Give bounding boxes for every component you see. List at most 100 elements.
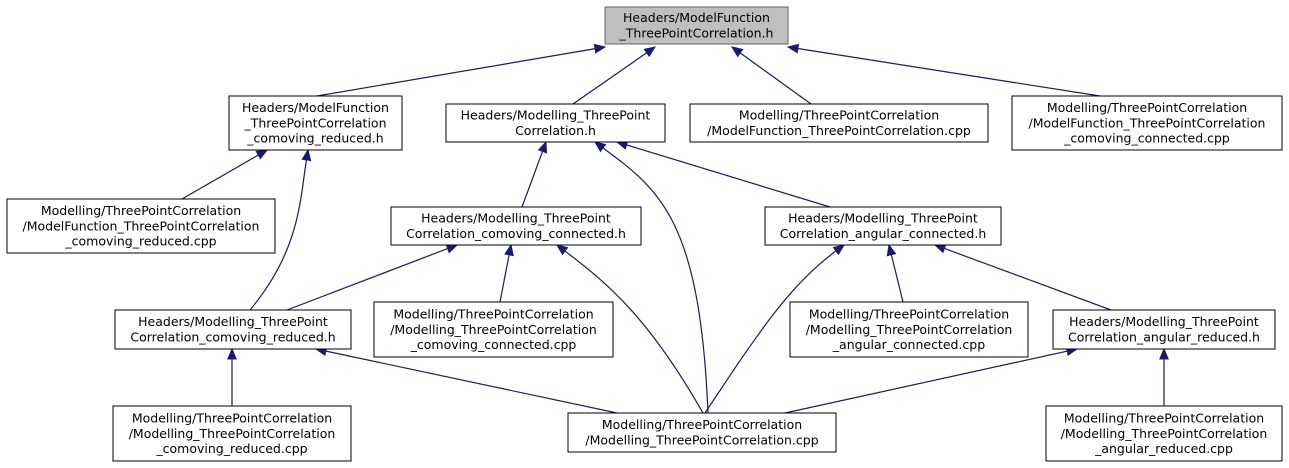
edge-line (625, 144, 831, 208)
arrow-head-icon (593, 43, 607, 54)
node-label-line: Modelling/ThreePointCorrelation (602, 417, 802, 432)
node-m-comoving-reduced-cpp[interactable]: Modelling/ThreePointCorrelation/Modellin… (112, 405, 352, 462)
node-box (1011, 95, 1283, 151)
node-label-line: _comoving_connected.cpp (1063, 131, 1230, 146)
node-box (789, 301, 1029, 358)
node-label-line: _ThreePointCorrelation (243, 115, 386, 130)
node-label-line: /Modelling_ThreePointCorrelation (806, 322, 1013, 337)
node-label-line: Correlation.h (515, 123, 596, 138)
node-mf-3pc-cpp[interactable]: Modelling/ThreePointCorrelation/ModelFun… (689, 103, 989, 143)
node-label-line: Headers/ModelFunction (623, 10, 770, 25)
arrow-head-icon (786, 43, 800, 54)
edge-m_comoving_connected_h-to-modelling_3pc_h (521, 140, 548, 208)
node-label-line: Modelling/ThreePointCorrelation (132, 411, 332, 426)
edge-line (286, 247, 449, 311)
node-label-line: Headers/Modelling_ThreePoint (461, 108, 651, 123)
edge-line (563, 249, 704, 414)
node-label-line: _comoving_connected.cpp (410, 337, 577, 352)
edge-m_comoving_connected_cpp-to-m_comoving_connected_h (499, 243, 514, 303)
node-label-line: Correlation_comoving_reduced.h (130, 329, 335, 344)
edge-line (499, 253, 510, 303)
node-m-comoving-connected-cpp[interactable]: Modelling/ThreePointCorrelation/Modellin… (373, 301, 614, 358)
node-label-line: Headers/Modelling_ThreePoint (788, 211, 978, 226)
node-box (114, 309, 352, 350)
edge-line (249, 158, 308, 311)
node-modelling-3pc-h[interactable]: Headers/Modelling_ThreePointCorrelation.… (445, 103, 666, 143)
node-label-line: Modelling/ThreePointCorrelation (739, 108, 939, 123)
node-mf-comoving-reduced-cpp[interactable]: Modelling/ThreePointCorrelation/ModelFun… (6, 198, 276, 254)
node-label-line: Modelling/ThreePointCorrelation (1047, 100, 1247, 115)
node-box (689, 103, 989, 143)
edge-m_angular_connected_h-to-modelling_3pc_h (615, 140, 831, 208)
node-label-line: /Modelling_ThreePointCorrelation (390, 322, 597, 337)
node-m-comoving-reduced-h[interactable]: Headers/Modelling_ThreePointCorrelation_… (114, 309, 352, 350)
edge-m_3pc_cpp-to-modelling_3pc_h (593, 141, 709, 414)
node-box (604, 6, 789, 45)
arrow-head-icon (255, 149, 269, 160)
node-label-line: _angular_connected.cpp (832, 337, 985, 352)
arrow-head-icon (537, 140, 548, 154)
edge-m_angular_reduced_h-to-m_angular_connected_h (933, 243, 1112, 311)
node-box (112, 405, 352, 462)
node-mf-comoving-connected-cpp[interactable]: Modelling/ThreePointCorrelation/ModelFun… (1011, 95, 1283, 151)
edge-m_comoving_reduced_cpp-to-m_comoving_reduced_h (227, 347, 237, 406)
edge-m_angular_connected_cpp-to-m_angular_connected_h (886, 243, 904, 303)
node-label-line: /ModelFunction_ThreePointCorrelation.cpp (707, 123, 971, 138)
node-m-angular-reduced-h[interactable]: Headers/Modelling_ThreePointCorrelation_… (1052, 309, 1276, 350)
node-box (228, 95, 403, 151)
node-m-angular-connected-h[interactable]: Headers/Modelling_ThreePointCorrelation_… (764, 206, 1002, 246)
node-label-line: Correlation_angular_connected.h (780, 226, 987, 241)
node-label-line: /Modelling_ThreePointCorrelation (129, 426, 336, 441)
edge-line (738, 51, 812, 105)
node-mf-comoving-reduced-h[interactable]: Headers/ModelFunction_ThreePointCorrelat… (228, 95, 403, 151)
node-box (373, 301, 614, 358)
edge-modelling_3pc_h-to-root (572, 46, 657, 105)
node-label-line: Headers/Modelling_ThreePoint (1069, 314, 1259, 329)
node-m-comoving-connected-h[interactable]: Headers/Modelling_ThreePointCorrelation_… (390, 206, 642, 246)
arrow-head-icon (730, 46, 744, 58)
arrow-head-icon (445, 244, 459, 254)
edge-mf_3pc_cpp-to-root (730, 46, 812, 105)
node-label-line: Modelling/ThreePointCorrelation (809, 307, 1009, 322)
arrow-head-icon (933, 243, 947, 254)
node-label-line: _comoving_reduced.cpp (64, 234, 216, 249)
edge-mf_comoving_connected_cpp-to-root (786, 43, 1101, 97)
arrow-head-icon (301, 148, 312, 162)
node-box (764, 206, 1002, 246)
node-label-line: Headers/Modelling_ThreePoint (138, 314, 328, 329)
arrow-head-icon (886, 243, 897, 257)
edge-line (572, 51, 648, 105)
node-label-line: /Modelling_ThreePointCorrelation.cpp (585, 432, 818, 447)
node-box (390, 206, 642, 246)
edges-layer (181, 43, 1169, 414)
node-label-line: Headers/ModelFunction (242, 100, 389, 115)
node-label-line: /Modelling_ThreePointCorrelation (1061, 426, 1268, 441)
node-label-line: Headers/Modelling_ThreePoint (421, 211, 611, 226)
edge-line (704, 249, 838, 414)
node-label-line: _angular_reduced.cpp (1094, 441, 1233, 456)
node-box (6, 198, 276, 254)
node-label-line: _comoving_reduced.cpp (155, 441, 307, 456)
node-root[interactable]: Headers/ModelFunction_ThreePointCorrelat… (604, 6, 789, 45)
node-label-line: _ThreePointCorrelation.h (619, 25, 774, 40)
arrow-head-icon (593, 141, 607, 153)
edge-line (784, 350, 1069, 414)
node-m-angular-reduced-cpp[interactable]: Modelling/ThreePointCorrelation/Modellin… (1045, 405, 1283, 462)
node-label-line: Modelling/ThreePointCorrelation (41, 203, 241, 218)
edge-line (181, 153, 260, 200)
arrow-head-icon (227, 347, 237, 360)
node-box (445, 103, 666, 143)
edge-m_comoving_reduced_h-to-mf_comoving_reduced_h (249, 148, 312, 311)
node-box (1045, 405, 1283, 462)
edge-mf_comoving_reduced_h-to-root (316, 43, 607, 97)
node-m-angular-connected-cpp[interactable]: Modelling/ThreePointCorrelation/Modellin… (789, 301, 1029, 358)
arrow-head-icon (555, 244, 569, 256)
node-label-line: Modelling/ThreePointCorrelation (393, 307, 593, 322)
node-box (567, 412, 837, 453)
node-m-3pc-cpp[interactable]: Modelling/ThreePointCorrelation/Modellin… (567, 412, 837, 453)
node-label-line: Correlation_comoving_connected.h (406, 226, 626, 241)
edge-line (521, 150, 544, 208)
edge-m_3pc_cpp-to-m_angular_connected_h (704, 244, 846, 414)
arrow-head-icon (643, 46, 657, 58)
